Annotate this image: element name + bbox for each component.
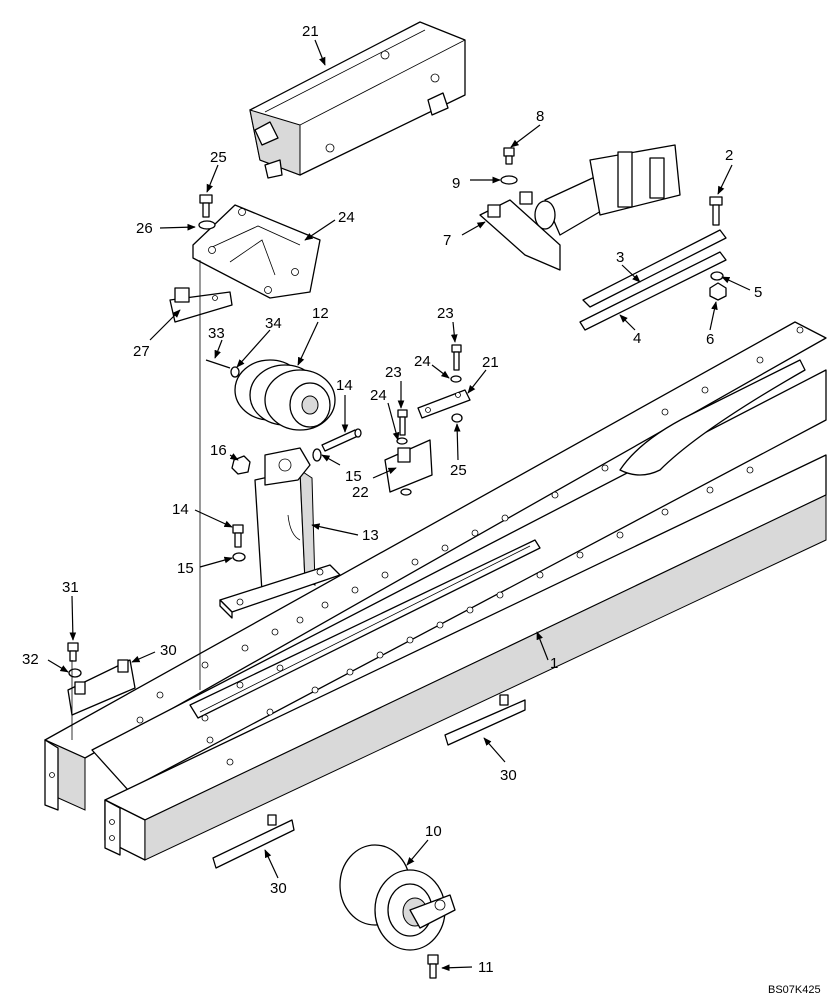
washer-29	[198, 220, 216, 230]
bolt-28	[199, 194, 213, 218]
callout-11: 11	[478, 959, 494, 976]
washer-34	[230, 366, 240, 378]
tensioner-cylinder	[479, 144, 681, 271]
mounting-bracket	[192, 204, 321, 299]
bolt-31	[67, 642, 79, 662]
callout-6: 6	[706, 331, 714, 348]
callout-18: 16	[210, 442, 227, 459]
callout-10: 10	[425, 823, 442, 840]
shim-3	[582, 229, 727, 308]
callout-30c: 30	[270, 880, 287, 897]
shim-4	[579, 251, 727, 331]
plate-21	[417, 389, 471, 419]
callout-5: 5	[754, 284, 762, 301]
bolt-23a	[451, 344, 462, 371]
bolt-14	[232, 524, 244, 548]
clip-30c	[212, 814, 295, 869]
callout-8: 8	[536, 108, 544, 125]
clip-bracket-27	[169, 287, 233, 323]
callout-12: 12	[312, 305, 329, 322]
callout-28: 25	[210, 149, 227, 166]
pin-16	[321, 428, 362, 452]
callout-30b: 30	[500, 767, 517, 784]
washer-5	[710, 271, 724, 281]
track-frame	[44, 321, 827, 861]
bolt-8	[503, 147, 515, 165]
callout-17: 15	[345, 468, 362, 485]
bolt-11	[427, 954, 439, 979]
washer-24b	[396, 437, 408, 445]
nut-6	[709, 282, 727, 301]
pin-33	[205, 359, 231, 369]
callout-20: 21	[302, 23, 319, 40]
carrier-roller	[234, 359, 336, 431]
washer-15	[232, 552, 246, 562]
callout-labels: 21 25 26 24 27 33 34 12 14 15 16 13 14 1…	[22, 23, 821, 996]
callout-23a: 23	[437, 305, 454, 322]
idler-wheel	[339, 844, 456, 951]
washer-24a	[450, 375, 462, 383]
figure-code: BS07K425	[768, 984, 821, 996]
callout-31: 31	[62, 579, 79, 596]
roller-stand	[219, 447, 341, 619]
washer-9	[500, 175, 518, 185]
callout-32: 32	[22, 651, 39, 668]
clip-30a	[67, 659, 136, 716]
nut-18	[231, 455, 251, 475]
callout-23b: 23	[385, 364, 402, 381]
callout-2: 2	[725, 147, 733, 164]
callout-22: 22	[352, 484, 369, 501]
callout-27: 27	[133, 343, 150, 360]
callout-33: 33	[208, 325, 225, 342]
leader-lines	[47, 39, 751, 972]
bolt-2	[709, 196, 723, 226]
nut-25b	[400, 488, 412, 496]
callout-13: 13	[362, 527, 379, 544]
callout-9: 9	[452, 175, 460, 192]
callout-15: 15	[177, 560, 194, 577]
callout-29: 26	[136, 220, 153, 237]
callout-1: 1	[550, 655, 558, 672]
frame-holes	[136, 326, 804, 766]
callout-21: 21	[482, 354, 499, 371]
callout-24a: 24	[414, 353, 431, 370]
callout-16: 14	[336, 377, 353, 394]
bolt-23b	[397, 409, 408, 436]
callout-34: 34	[265, 315, 282, 332]
clip-bracket-22	[384, 439, 433, 493]
callout-24b: 24	[370, 387, 387, 404]
callout-25: 25	[450, 462, 467, 479]
clip-30b	[444, 694, 526, 746]
callout-14: 14	[172, 501, 189, 518]
callout-26: 24	[338, 209, 355, 226]
washer-17	[312, 448, 322, 462]
roller-guard	[249, 21, 466, 179]
callout-3: 3	[616, 249, 624, 266]
callout-4: 4	[633, 330, 641, 347]
callout-30a: 30	[160, 642, 177, 659]
washer-32	[68, 668, 82, 678]
callout-7: 7	[443, 232, 451, 249]
nut-25a	[451, 413, 463, 423]
